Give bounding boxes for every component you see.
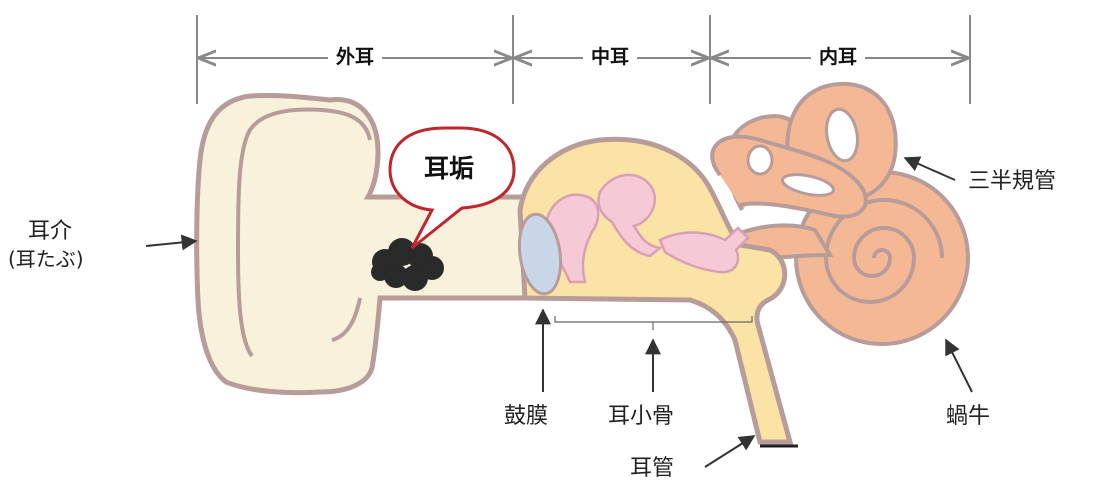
pinna-label: 耳介 — [28, 221, 72, 243]
ear-canal-arrow — [705, 436, 754, 467]
cochlea-label: 蝸牛 — [946, 406, 990, 428]
pinna-arrow — [146, 241, 196, 246]
cochlea-arrow — [946, 340, 972, 392]
earwax-callout-text: 耳垢 — [424, 156, 474, 181]
ear-canal-label: 耳管 — [630, 458, 674, 480]
outer-ear-section-label: 外耳 — [328, 48, 382, 67]
semicircular-canals-label: 三半規管 — [968, 171, 1056, 193]
middle-ear-section-label: 中耳 — [583, 48, 637, 67]
inner-ear-section-label: 内耳 — [811, 48, 865, 67]
ossicles-label: 耳小骨 — [608, 406, 674, 428]
pinna-sub-label: (耳たぶ) — [8, 249, 84, 269]
eardrum-label: 鼓膜 — [504, 406, 548, 428]
